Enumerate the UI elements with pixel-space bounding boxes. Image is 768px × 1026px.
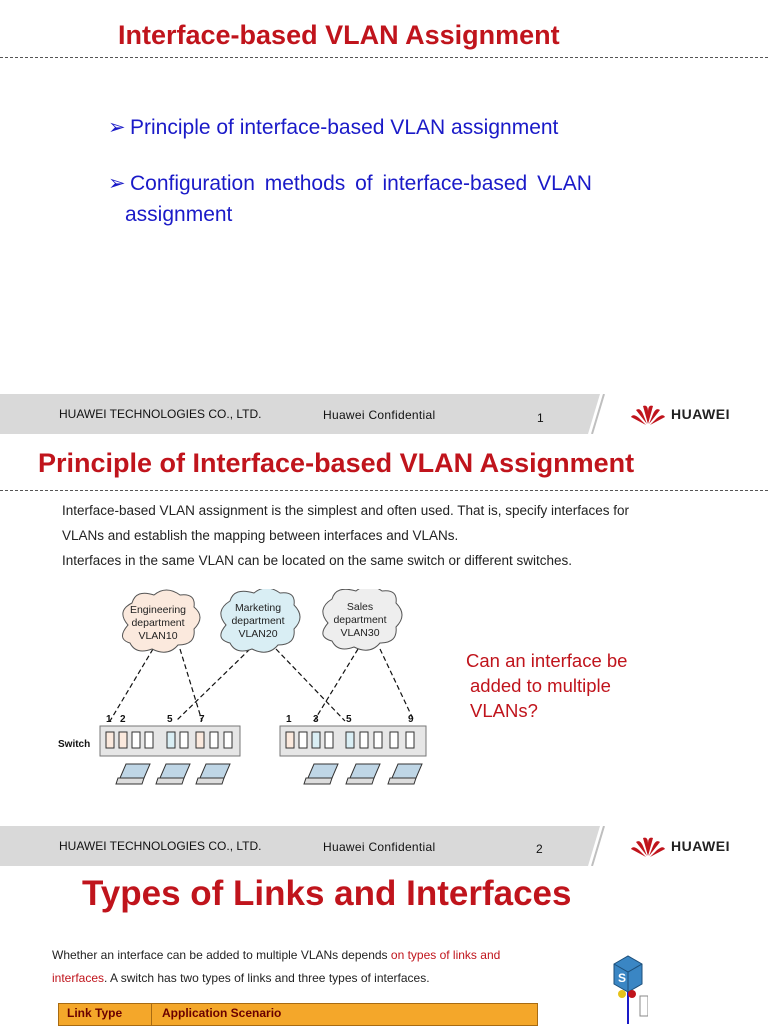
column-divider bbox=[151, 1004, 152, 1025]
column-header: Link Type bbox=[67, 1006, 123, 1020]
svg-text:department: department bbox=[131, 617, 184, 629]
huawei-petals-icon bbox=[631, 405, 665, 425]
title-divider bbox=[0, 490, 768, 491]
port-number: 3 bbox=[313, 714, 319, 725]
port-number: 5 bbox=[167, 714, 173, 725]
cloud-engineering: Engineering department VLAN10 bbox=[122, 589, 201, 653]
column-header: Application Scenario bbox=[162, 1006, 282, 1020]
paragraph-line: Interface-based VLAN assignment is the s… bbox=[62, 503, 630, 518]
svg-text:VLAN10: VLAN10 bbox=[138, 630, 177, 642]
slide-footer: HUAWEI TECHNOLOGIES CO., LTD. Huawei Con… bbox=[0, 826, 768, 866]
intro-paragraph: Whether an interface can be added to mul… bbox=[52, 948, 501, 985]
highlight-text: on types of links and interfaces bbox=[52, 948, 501, 985]
svg-text:department: department bbox=[231, 615, 284, 627]
paragraph-line: VLANs and establish the mapping between … bbox=[62, 528, 459, 543]
page-number: 1 bbox=[537, 411, 544, 425]
intro-paragraph: Interface-based VLAN assignment is the s… bbox=[62, 498, 629, 573]
slide-1: Interface-based VLAN Assignment ➢Princip… bbox=[0, 0, 768, 434]
port-number: 7 bbox=[199, 714, 205, 725]
arrow-bullet-icon: ➢ bbox=[108, 116, 126, 139]
port-number: 5 bbox=[346, 714, 352, 725]
svg-text:S: S bbox=[618, 971, 626, 985]
slide-title: Interface-based VLAN Assignment bbox=[118, 20, 560, 50]
svg-text:VLAN20: VLAN20 bbox=[238, 628, 277, 640]
svg-text:Sales: Sales bbox=[347, 601, 373, 613]
page-number: 2 bbox=[536, 842, 543, 856]
connection-lines bbox=[109, 648, 415, 722]
bullet-item: ➢Principle of interface-based VLAN assig… bbox=[108, 112, 558, 143]
svg-text:Engineering: Engineering bbox=[130, 604, 186, 616]
arrow-bullet-icon: ➢ bbox=[108, 172, 126, 195]
port-number: 2 bbox=[120, 714, 126, 725]
confidential-label: Huawei Confidential bbox=[323, 840, 436, 854]
slide-2: Principle of Interface-based VLAN Assign… bbox=[0, 434, 768, 866]
port-number: 1 bbox=[286, 714, 292, 725]
huawei-logo: HUAWEI bbox=[630, 836, 750, 858]
svg-text:department: department bbox=[333, 614, 386, 626]
port-number: 1 bbox=[106, 714, 112, 725]
svg-text:VLAN30: VLAN30 bbox=[340, 627, 379, 639]
company-name: HUAWEI TECHNOLOGIES CO., LTD. bbox=[59, 407, 262, 421]
switch-left bbox=[99, 725, 241, 757]
logo-text: HUAWEI bbox=[671, 406, 730, 422]
bullet-text: Configuration methods of interface-based… bbox=[130, 172, 592, 195]
slide-footer: HUAWEI TECHNOLOGIES CO., LTD. Huawei Con… bbox=[0, 394, 768, 434]
switch-device-icon: S bbox=[613, 955, 648, 1024]
footer-swoosh bbox=[588, 394, 768, 434]
logo-text: HUAWEI bbox=[671, 838, 730, 854]
svg-text:Marketing: Marketing bbox=[235, 602, 281, 614]
slide-title: Principle of Interface-based VLAN Assign… bbox=[38, 448, 635, 478]
title-divider bbox=[0, 57, 768, 58]
bullet-item: ➢Configuration methods of interface-base… bbox=[108, 168, 698, 230]
footer-swoosh bbox=[588, 826, 768, 866]
bullet-text-continued: assignment bbox=[125, 203, 233, 226]
cloud-sales: Sales department VLAN30 bbox=[322, 589, 403, 651]
switch-label: Switch bbox=[58, 739, 90, 750]
port-number: 9 bbox=[408, 714, 414, 725]
link-type-table-header: Link Type Application Scenario bbox=[58, 1003, 538, 1026]
confidential-label: Huawei Confidential bbox=[323, 408, 436, 422]
huawei-logo: HUAWEI bbox=[630, 404, 750, 426]
question-text: Can an interface be added to multiple VL… bbox=[466, 650, 628, 721]
paragraph-line: Interfaces in the same VLAN can be locat… bbox=[62, 553, 573, 568]
slide-title: Types of Links and Interfaces bbox=[82, 874, 572, 913]
cloud-marketing: Marketing department VLAN20 bbox=[220, 589, 301, 653]
vlan-topology-diagram: Engineering department VLAN10 Marketing … bbox=[58, 589, 427, 785]
bullet-text: Principle of interface-based VLAN assign… bbox=[130, 116, 559, 139]
laptop-icons bbox=[115, 763, 423, 785]
huawei-petals-icon bbox=[631, 837, 665, 857]
switch-right bbox=[279, 725, 427, 757]
company-name: HUAWEI TECHNOLOGIES CO., LTD. bbox=[59, 839, 262, 853]
